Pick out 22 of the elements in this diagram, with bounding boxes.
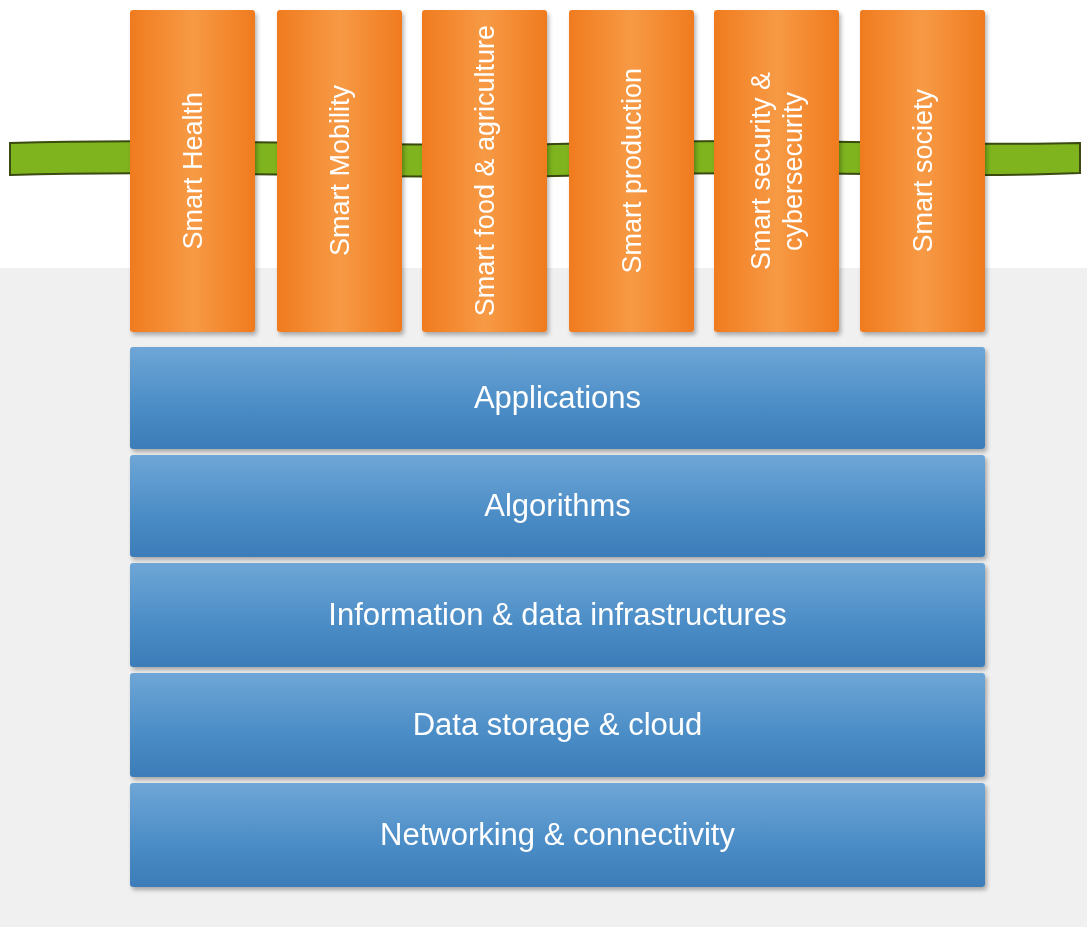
domain-card — [277, 10, 402, 332]
domain-label: Smart production — [615, 68, 648, 274]
domain-label: Smart security & cybersecurity — [744, 71, 809, 273]
domain-label: Smart Mobility — [323, 85, 356, 257]
layer-bar — [130, 783, 985, 887]
layer-label: Applications — [473, 380, 642, 416]
layer-label: Networking & connectivity — [380, 817, 735, 853]
layer-bar — [130, 673, 985, 777]
domain-card — [569, 10, 694, 332]
domain-label: Smart food & agriculture — [468, 25, 501, 317]
domain-label: Smart Health — [176, 92, 209, 250]
domain-card — [130, 10, 255, 332]
layer-bar — [130, 347, 985, 449]
layer-bar — [130, 455, 985, 557]
layer-label: Algorithms — [484, 488, 631, 524]
layer-label: Data storage & cloud — [412, 707, 703, 743]
domain-label: Smart society — [906, 89, 939, 253]
domain-card — [422, 10, 547, 332]
layer-bar — [130, 563, 985, 667]
domain-card — [714, 10, 839, 332]
layer-label: Information & data infrastructures — [328, 597, 787, 633]
domain-card — [860, 10, 985, 332]
